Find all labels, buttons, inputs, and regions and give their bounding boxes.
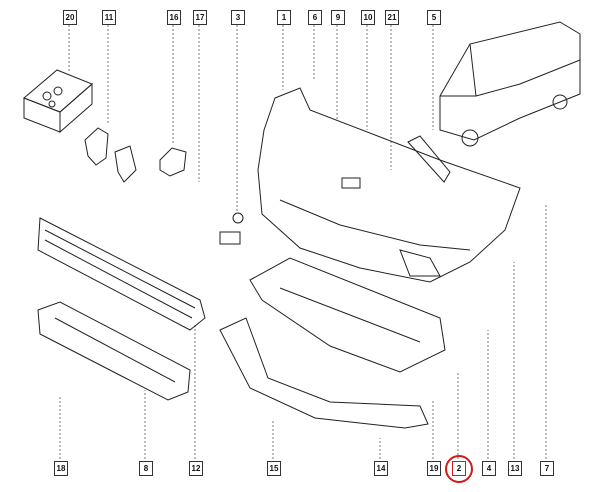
plug-part (219, 212, 244, 245)
callout-16: 16 (167, 10, 181, 25)
bracket-parts (84, 127, 137, 183)
callout-5: 5 (427, 10, 441, 25)
callout-15: 15 (267, 461, 281, 476)
leader-lines (59, 25, 547, 459)
bumper-cover (257, 87, 521, 283)
callout-13: 13 (508, 461, 522, 476)
grille-mesh (37, 217, 206, 331)
callout-12: 12 (189, 461, 203, 476)
callout-21: 21 (385, 10, 399, 25)
callout-20: 20 (63, 10, 77, 25)
callout-8: 8 (139, 461, 153, 476)
energy-absorber (37, 301, 191, 401)
callout-9: 9 (331, 10, 345, 25)
callout-10: 10 (361, 10, 375, 25)
callout-17: 17 (193, 10, 207, 25)
callout-4: 4 (482, 461, 496, 476)
callout-18: 18 (54, 461, 68, 476)
highlight-ring (445, 455, 473, 483)
callout-6: 6 (308, 10, 322, 25)
van-illustration (439, 21, 581, 147)
callout-14: 14 (374, 461, 388, 476)
lower-undertray (249, 257, 446, 373)
callout-7: 7 (540, 461, 554, 476)
clip-kit-box (23, 69, 93, 134)
callout-3: 3 (231, 10, 245, 25)
sensor-part (159, 147, 187, 177)
callout-1: 1 (277, 10, 291, 25)
side-bracket (407, 135, 451, 183)
callout-11: 11 (102, 10, 116, 25)
callout-19: 19 (427, 461, 441, 476)
lower-spoiler (219, 317, 429, 429)
